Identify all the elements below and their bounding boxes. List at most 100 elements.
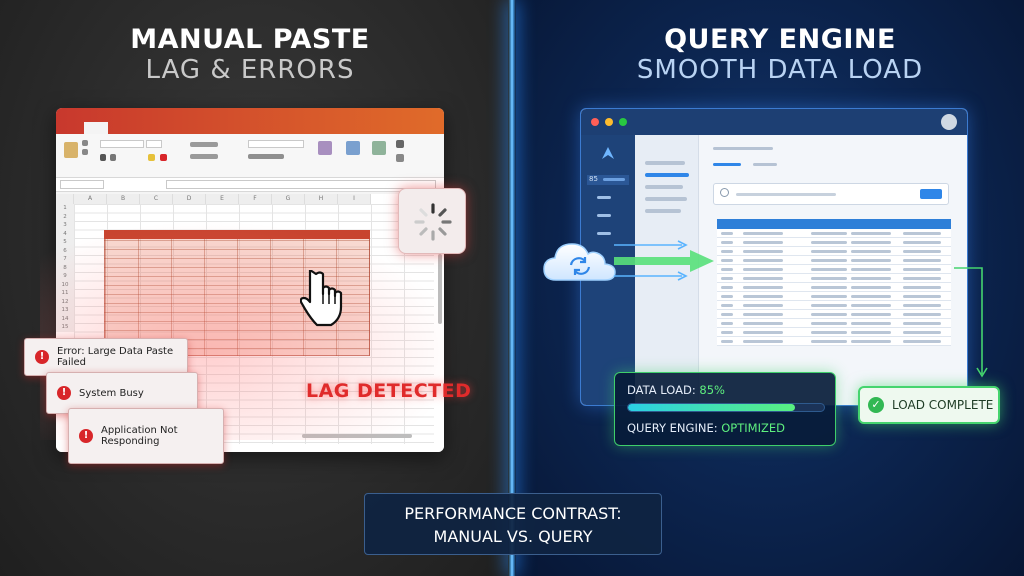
column-header[interactable]: D [173,194,206,204]
table-row[interactable] [717,256,951,265]
table-row[interactable] [717,301,951,310]
horizontal-scrollbar[interactable] [302,434,412,438]
row-header[interactable]: 4 [56,229,74,238]
italic-icon[interactable] [110,154,116,161]
performance-contrast-caption: PERFORMANCE CONTRAST: MANUAL VS. QUERY [364,493,662,555]
nav-item[interactable] [645,185,683,189]
table-row[interactable] [717,310,951,319]
loading-spinner-box [398,188,466,254]
query-engine-status: QUERY ENGINE: OPTIMIZED [627,421,785,435]
font-color-icon[interactable] [160,154,167,161]
row-header[interactable]: 13 [56,306,74,315]
sidebar-item-label: 85 [589,175,598,183]
nav-item[interactable] [645,197,687,201]
row-header[interactable]: 11 [56,289,74,298]
alert-icon: ! [35,350,49,364]
left-title: MANUAL PASTE [130,24,370,55]
query-engine-label: QUERY ENGINE: [627,421,722,435]
panel-title [713,147,773,150]
conditional-format-icon[interactable] [318,141,332,155]
align-center-icon[interactable] [190,154,218,159]
format-table-icon[interactable] [346,141,360,155]
row-header[interactable]: 15 [56,323,74,332]
error-dialog-paste-failed[interactable]: ! Error: Large Data Paste Failed [24,338,188,376]
sidebar-item-reports[interactable] [587,211,629,221]
alert-icon: ! [57,386,71,400]
error-dialog-system-busy[interactable]: ! System Busy [46,372,198,414]
sidebar-item-data[interactable] [587,193,629,203]
cut-icon[interactable] [82,140,88,146]
font-name-field[interactable] [100,140,144,148]
formula-bar[interactable] [56,178,444,192]
row-header[interactable]: 12 [56,297,74,306]
table-row[interactable] [717,319,951,328]
table-row[interactable] [717,238,951,247]
table-row[interactable] [717,337,951,346]
tab-details[interactable] [753,163,777,166]
table-row[interactable] [717,328,951,337]
column-header[interactable]: G [272,194,305,204]
row-header[interactable]: 14 [56,314,74,323]
close-window-button[interactable] [591,118,599,126]
row-header[interactable]: 7 [56,255,74,264]
app-title-bar [581,109,967,135]
fill-color-icon[interactable] [148,154,155,161]
formula-input[interactable] [166,180,436,189]
number-format-field[interactable] [248,140,304,148]
autosum-icon[interactable] [396,140,404,148]
sidebar-item-settings[interactable] [587,229,629,239]
row-header[interactable]: 2 [56,212,74,221]
row-header[interactable]: 3 [56,221,74,230]
column-header[interactable]: H [305,194,338,204]
cell-styles-icon[interactable] [372,141,386,155]
row-header[interactable]: 6 [56,246,74,255]
pasted-header-row [104,230,370,239]
nav-item[interactable] [645,161,685,165]
nav-item[interactable] [645,173,689,177]
vertical-scrollbar[interactable] [438,254,442,324]
nav-item[interactable] [645,209,681,213]
right-heading: QUERY ENGINE SMOOTH DATA LOAD [530,24,1024,85]
table-row[interactable] [717,265,951,274]
row-header[interactable]: 9 [56,272,74,281]
minimize-window-button[interactable] [605,118,613,126]
align-left-icon[interactable] [190,142,218,147]
user-avatar[interactable] [941,114,957,130]
data-load-progress-bar [627,403,825,412]
sidebar-item-active[interactable]: 85 [587,175,629,185]
center-divider [508,0,516,576]
column-header[interactable]: A [74,194,107,204]
row-header[interactable]: 8 [56,263,74,272]
tab-results[interactable] [713,163,741,166]
column-header[interactable]: B [107,194,140,204]
table-row[interactable] [717,283,951,292]
column-header[interactable]: I [338,194,371,204]
bold-icon[interactable] [100,154,106,161]
sort-icon[interactable] [396,154,404,162]
row-header[interactable]: 1 [56,204,74,213]
table-row[interactable] [717,229,951,238]
maximize-window-button[interactable] [619,118,627,126]
currency-icon[interactable] [248,154,284,159]
font-size-field[interactable] [146,140,162,148]
navigation-column [635,135,699,405]
name-box[interactable] [60,180,104,189]
run-query-button[interactable] [920,189,942,199]
app-logo-icon [602,147,614,159]
copy-icon[interactable] [82,149,88,155]
table-row[interactable] [717,274,951,283]
error-dialog-not-responding[interactable]: ! Application Not Responding [68,408,224,464]
column-header[interactable]: F [239,194,272,204]
ribbon-home-tab[interactable] [84,122,108,134]
column-header[interactable]: C [140,194,173,204]
column-header[interactable]: E [206,194,239,204]
paste-icon[interactable] [64,142,78,158]
query-search-input[interactable] [713,183,949,205]
table-row[interactable] [717,292,951,301]
error-message: Application Not Responding [101,425,178,447]
row-header[interactable]: 5 [56,238,74,247]
row-header[interactable]: 10 [56,280,74,289]
table-row[interactable] [717,247,951,256]
right-subtitle: SMOOTH DATA LOAD [636,55,924,85]
select-all-corner[interactable] [56,194,74,204]
